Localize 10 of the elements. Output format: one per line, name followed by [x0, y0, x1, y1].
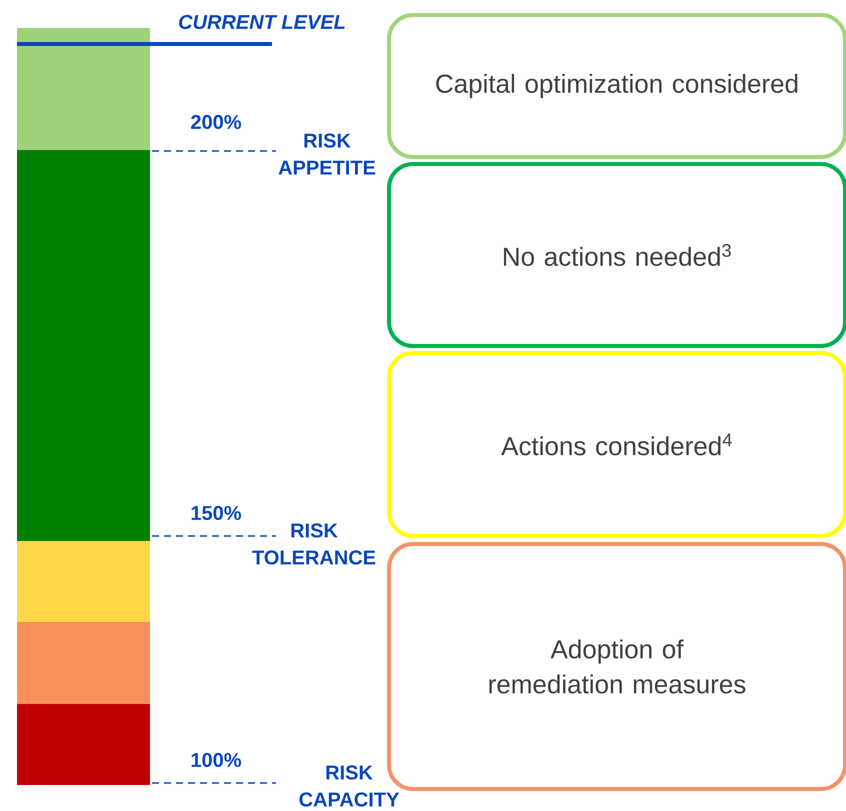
action-box: No actions needed$^{3}$ [387, 162, 846, 348]
action-box: Adoption of remediation measures [387, 542, 846, 791]
percent-label: 100% [192, 752, 242, 768]
level-label: CURRENT LEVEL [179, 14, 345, 30]
threshold-label: RISK TOLERANCE [252, 523, 376, 565]
action-box: Capital optimization considered [387, 13, 846, 159]
action-box: Actions considered$^{4}$ [387, 351, 846, 538]
percent-label: 150% [192, 506, 242, 520]
percent-label: 200% [191, 114, 242, 130]
threshold-label: RISK APPETITE [278, 134, 376, 174]
